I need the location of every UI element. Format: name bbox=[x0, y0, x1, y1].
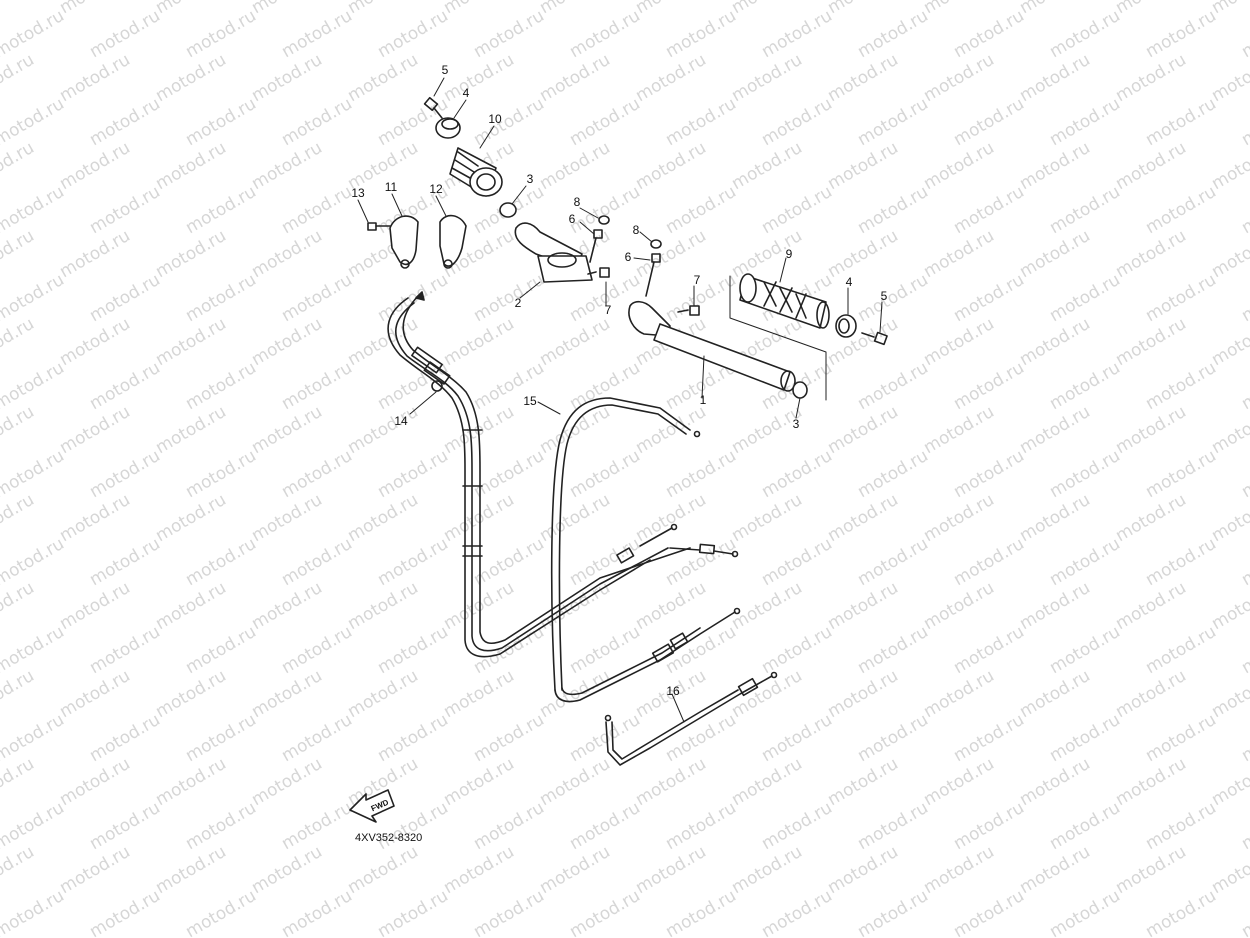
handlebar-1 bbox=[628, 300, 796, 392]
throttle-housing-11 bbox=[389, 215, 419, 269]
bolt-7-left bbox=[587, 267, 610, 278]
callout-8: 8 bbox=[574, 195, 581, 209]
throttle-grip-10 bbox=[449, 147, 503, 197]
fwd-arrow bbox=[349, 789, 395, 823]
bar-end-3-right bbox=[792, 381, 808, 399]
bolt-7-right bbox=[677, 305, 700, 316]
cable-15 bbox=[550, 397, 741, 703]
callout-6: 6 bbox=[569, 212, 576, 226]
screw-13 bbox=[367, 222, 391, 231]
callout-4: 4 bbox=[846, 275, 853, 289]
callout-10: 10 bbox=[488, 112, 502, 126]
callout-12: 12 bbox=[429, 182, 443, 196]
bolt-6-left bbox=[589, 229, 603, 263]
cable-16 bbox=[604, 671, 778, 766]
callout-16: 16 bbox=[666, 684, 680, 698]
grip-end-4-right bbox=[835, 314, 857, 338]
callout-13: 13 bbox=[351, 186, 365, 200]
callout-8: 8 bbox=[633, 223, 640, 237]
bolt-5-left bbox=[423, 96, 443, 119]
throttle-cables bbox=[387, 291, 739, 658]
callout-1: 1 bbox=[700, 393, 707, 407]
callout-3: 3 bbox=[793, 417, 800, 431]
grip-end-4-left bbox=[435, 117, 461, 139]
callout-5: 5 bbox=[442, 63, 449, 77]
callout-15: 15 bbox=[523, 394, 537, 408]
bolt-5-right bbox=[861, 331, 888, 346]
callout-7: 7 bbox=[605, 303, 612, 317]
leader-lines bbox=[357, 77, 883, 723]
diagram-code: 4XV352-8320 bbox=[355, 832, 422, 844]
callout-5: 5 bbox=[881, 289, 888, 303]
bar-end-3-left bbox=[499, 202, 517, 218]
callout-6: 6 bbox=[625, 250, 632, 264]
callout-14: 14 bbox=[394, 414, 408, 428]
callout-3: 3 bbox=[527, 172, 534, 186]
nut-8-right bbox=[650, 239, 662, 249]
bolt-6-right bbox=[645, 253, 661, 297]
grip-9 bbox=[729, 273, 830, 401]
callout-9: 9 bbox=[786, 247, 793, 261]
callout-4: 4 bbox=[463, 86, 470, 100]
callout-11: 11 bbox=[385, 180, 398, 194]
throttle-housing-12 bbox=[439, 214, 467, 269]
callout-7: 7 bbox=[694, 273, 701, 287]
handlebar-holder-2 bbox=[514, 222, 593, 283]
nut-8-left bbox=[598, 215, 610, 225]
callout-2: 2 bbox=[515, 296, 522, 310]
